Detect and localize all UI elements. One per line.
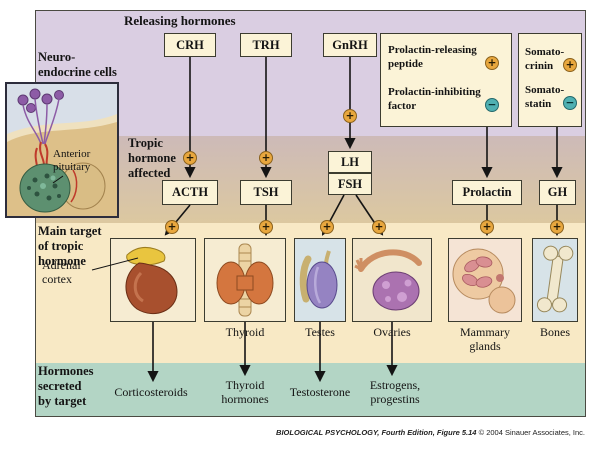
stimulation-icon: +	[372, 220, 386, 234]
corticosteroids-label: Corticosteroids	[114, 385, 188, 399]
bones-label: Bones	[540, 325, 570, 339]
stimulation-icon: +	[550, 220, 564, 234]
stimulation-icon: +	[343, 109, 357, 123]
prolactin-inhibiting-label: Prolactin-inhibiting factor	[388, 86, 481, 112]
header-tropic-hormone: Tropic hormone affected	[128, 136, 176, 180]
header-hormones-secreted: Hormones secreted by target	[38, 364, 94, 408]
inhibition-icon: −	[485, 98, 499, 112]
stimulation-icon: +	[183, 151, 197, 165]
box-crh: CRH	[164, 33, 216, 57]
figure-credit: BIOLOGICAL PSYCHOLOGY, Fourth Edition, F…	[276, 428, 585, 437]
testosterone-label: Testosterone	[289, 385, 351, 399]
box-lh: LH	[328, 151, 372, 173]
box-acth: ACTH	[162, 180, 218, 205]
anterior-pituitary-label: Anterior pituitary	[53, 148, 91, 173]
pituitary-illustration	[7, 84, 117, 216]
box-fsh: FSH	[328, 173, 372, 195]
label-neuroendocrine-cells: Neuro- endocrine cells	[38, 50, 117, 79]
credit-copyright: © 2004 Sinauer Associates, Inc.	[478, 428, 585, 437]
stimulation-icon: +	[485, 56, 499, 70]
thyroid-box	[204, 238, 286, 322]
box-gh: GH	[539, 180, 576, 205]
band-tropic-hormones	[36, 136, 585, 223]
bone-illustration	[536, 245, 574, 313]
adrenal-cortex-label: Adrenal cortex	[42, 258, 81, 287]
pituitary-inset: Anterior pituitary	[5, 82, 119, 218]
stimulation-icon: +	[259, 151, 273, 165]
testes-illustration	[299, 250, 338, 309]
inhibition-icon: −	[563, 96, 577, 110]
box-prolactin: Prolactin	[452, 180, 522, 205]
header-main-target: Main target of tropic hormone	[38, 224, 102, 268]
band-secreted-hormones	[36, 363, 585, 416]
somatocrinin-label: Somato- crinin	[525, 46, 565, 72]
header-releasing-hormones: Releasing hormones	[124, 13, 236, 28]
box-tsh: TSH	[240, 180, 292, 205]
stimulation-icon: +	[259, 220, 273, 234]
stimulation-icon: +	[480, 220, 494, 234]
box-gnrh: GnRH	[323, 33, 377, 57]
stimulation-icon: +	[165, 220, 179, 234]
testes-box	[294, 238, 346, 322]
box-prolactin-factors: Prolactin-releasing peptide + Prolactin-…	[380, 33, 512, 127]
ovaries-label: Ovaries	[373, 325, 411, 339]
mammary-box	[448, 238, 522, 322]
kidney-illustration	[125, 247, 178, 315]
ovaries-illustration	[354, 249, 422, 311]
testes-label: Testes	[305, 325, 335, 339]
box-trh: TRH	[240, 33, 292, 57]
adrenal-kidney-box	[110, 238, 196, 322]
thyroid-illustration	[216, 243, 274, 317]
bones-box	[532, 238, 578, 322]
mammary-illustration	[452, 248, 516, 314]
stimulation-icon: +	[563, 58, 577, 72]
thyroid-hormones-label: Thyroid hormones	[221, 378, 269, 407]
credit-source: BIOLOGICAL PSYCHOLOGY, Fourth Edition, F…	[276, 428, 477, 437]
stimulation-icon: +	[320, 220, 334, 234]
estrogens-progestins-label: Estrogens, progestins	[369, 378, 421, 407]
mammary-label: Mammary glands	[460, 325, 510, 354]
ovaries-box	[352, 238, 432, 322]
thyroid-label: Thyroid	[225, 325, 265, 339]
somatostatin-label: Somato- statin	[525, 84, 565, 110]
box-somato-factors: Somato- crinin + Somato- statin −	[518, 33, 582, 127]
prolactin-releasing-label: Prolactin-releasing peptide	[388, 44, 477, 70]
